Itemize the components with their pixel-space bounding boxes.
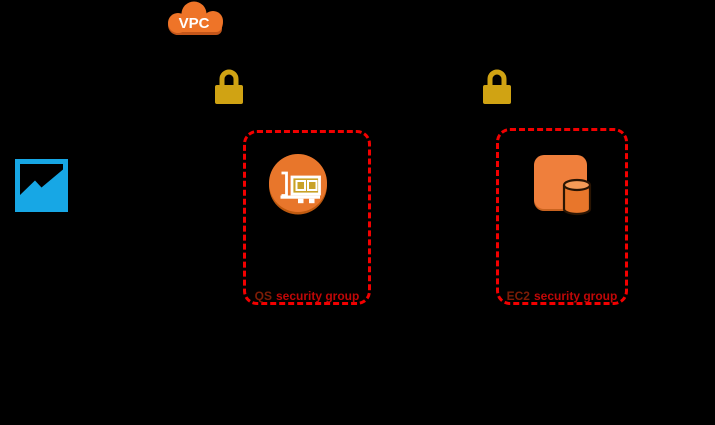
vpc-cloud-icon: VPC [163, 1, 231, 41]
ec2-security-group-rest: security group [533, 289, 618, 303]
lock-icon [482, 68, 512, 105]
network-interface-icon [267, 153, 329, 216]
vpc-label: VPC [179, 15, 210, 32]
ec2-security-group-prefix: EC2 [506, 289, 530, 303]
quicksight-chart-icon [15, 158, 68, 212]
qs-security-group-rest: security group [275, 289, 360, 303]
ec2-instance-database-icon [533, 152, 597, 216]
qs-security-group-prefix: QS [254, 289, 272, 303]
vpc-cloud-svg: VPC [168, 1, 223, 35]
lock-icon [214, 68, 244, 105]
